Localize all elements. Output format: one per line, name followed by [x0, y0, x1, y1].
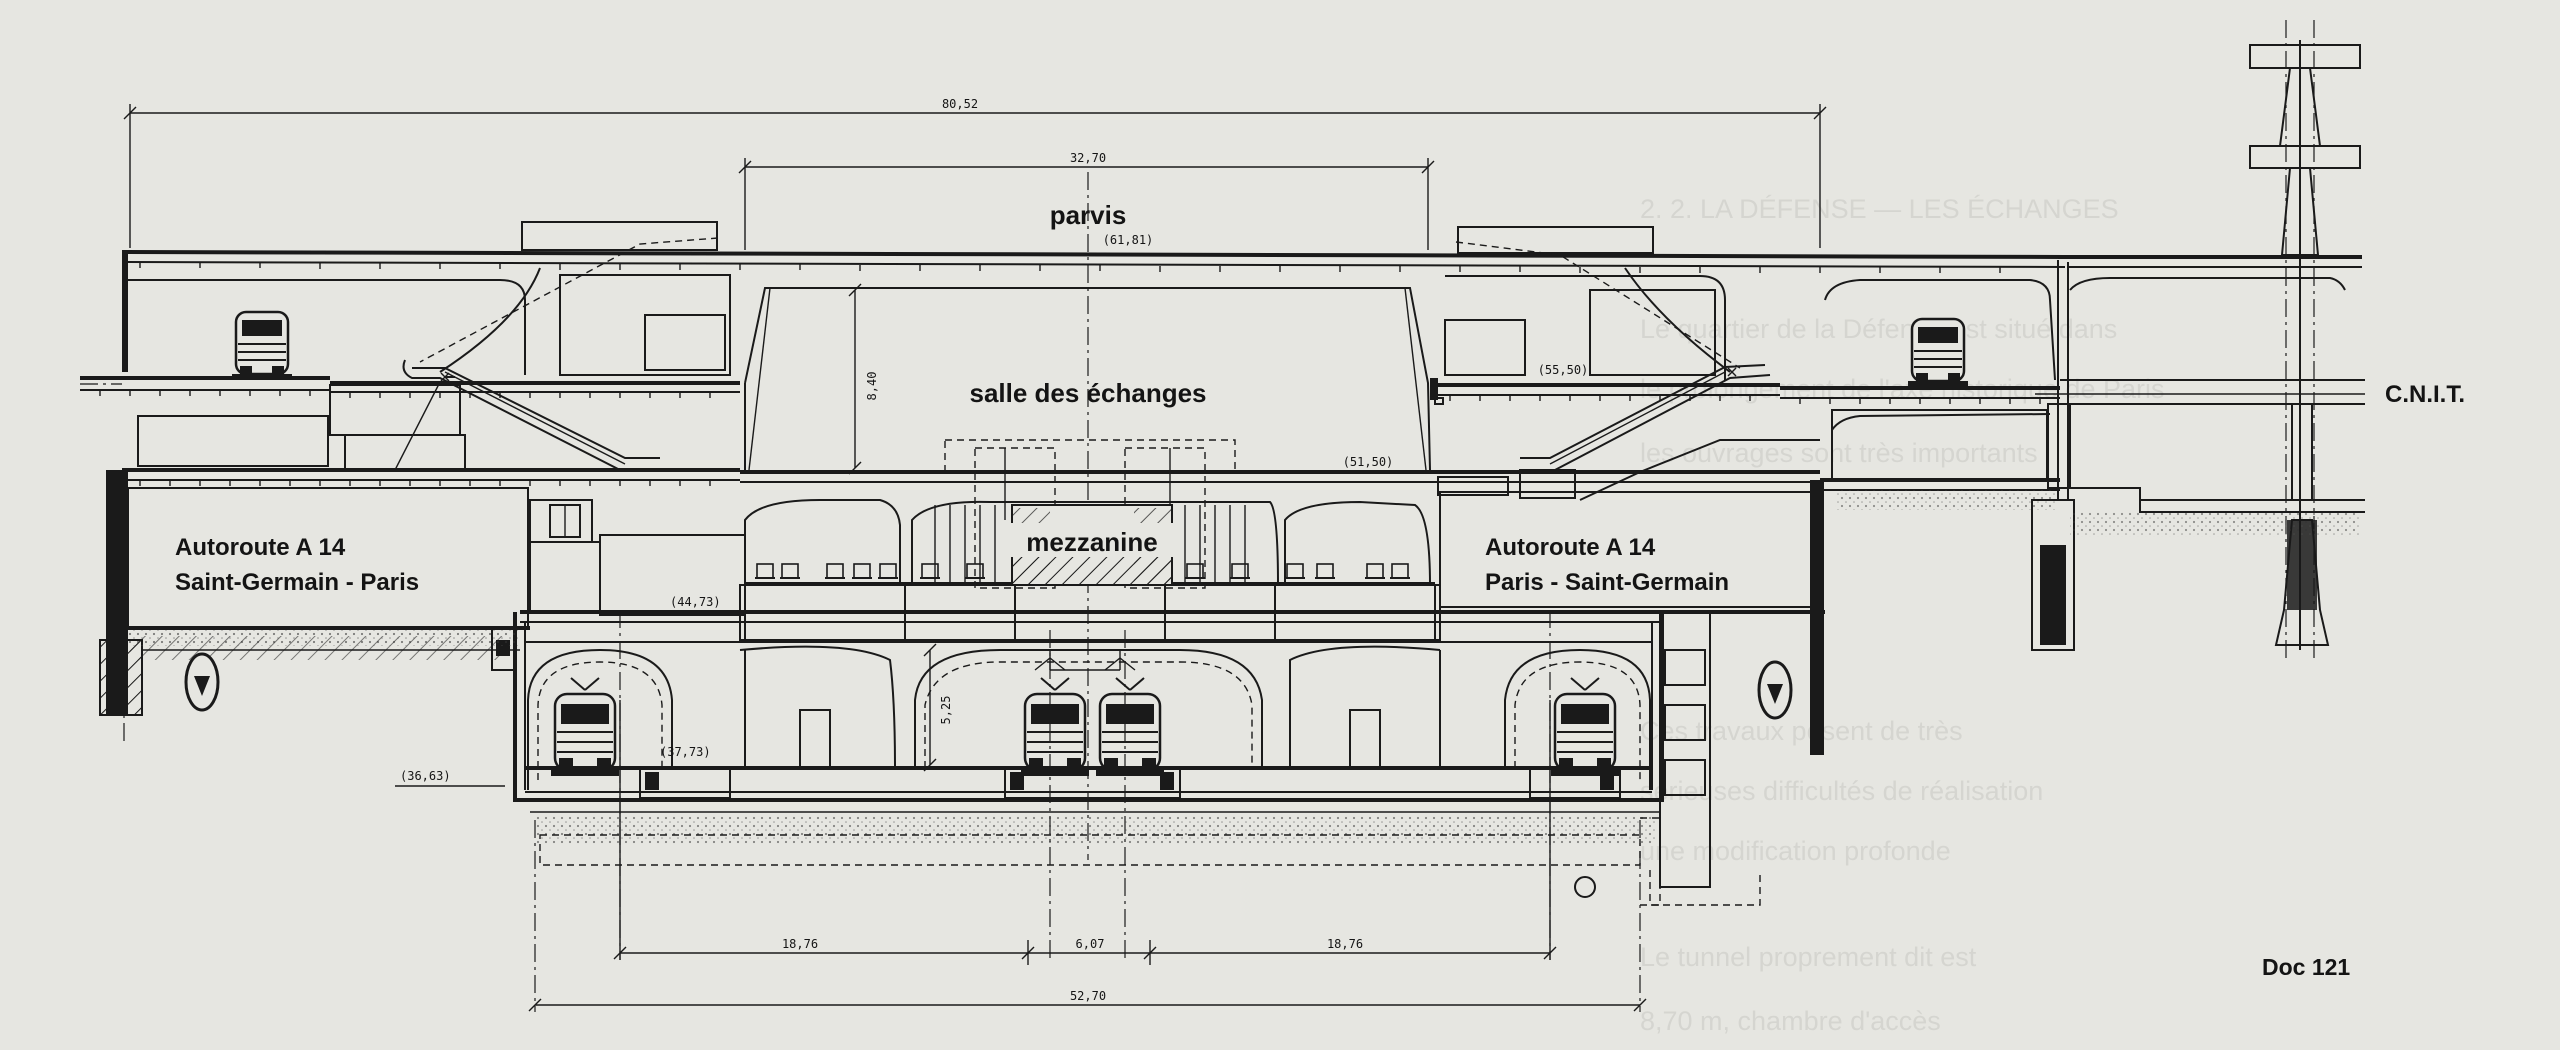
right-road-label-1: Autoroute A 14 — [1485, 534, 1656, 561]
level-salle-floor: (51,50) — [1343, 455, 1394, 469]
mezzanine-label: mezzanine — [1026, 527, 1158, 557]
mezzanine-label-bg — [1010, 523, 1174, 557]
rer-level: (44,73) 5,25 — [513, 595, 1664, 960]
level-left-base: (36,63) — [400, 769, 451, 783]
svg-text:une modification profonde: une modification profonde — [1640, 836, 1951, 866]
dim-bottom-right: 18,76 — [1327, 937, 1363, 951]
svg-text:Ces travaux posent de très: Ces travaux posent de très — [1640, 716, 1963, 746]
doc-number: Doc 121 — [2262, 954, 2350, 980]
right-road-tunnel — [1437, 476, 1825, 906]
svg-text:8,70 m, chambre d'accès: 8,70 m, chambre d'accès — [1640, 1006, 1941, 1036]
dim-salle-height: 8,40 — [865, 372, 879, 401]
verso-ghost-text: 2. 2. LA DÉFENSE — LES ÉCHANGES Le quart… — [1640, 194, 2164, 1036]
dim-central-top: 32,70 — [1070, 151, 1106, 165]
left-road-tunnel — [99, 470, 746, 745]
ground-hatching — [128, 490, 2360, 906]
dim-bottom-left: 18,76 — [782, 937, 818, 951]
dim-bottom-total: 52,70 — [1070, 989, 1106, 1003]
level-left-mid: (44,73) — [670, 595, 721, 609]
svg-text:Le quartier de la Défense est: Le quartier de la Défense est situé dans — [1640, 314, 2117, 344]
right-road-label-2: Paris - Saint-Germain — [1485, 569, 1729, 596]
level-left-rail: (37,73) — [660, 745, 711, 759]
salle-label: salle des échanges — [969, 378, 1206, 408]
level-parvis: (61,81) — [1103, 233, 1154, 247]
svg-text:sérieuses difficultés de réali: sérieuses difficultés de réalisation — [1640, 776, 2043, 806]
left-road-label-2: Saint-Germain - Paris — [175, 569, 419, 596]
level-left-base-marker: (36,63) — [395, 769, 505, 787]
level-right-mezz: (55,50) — [1538, 363, 1589, 377]
right-escalator — [1519, 267, 1820, 501]
dim-bottom-mid: 6,07 — [1076, 937, 1105, 951]
svg-text:2. 2. LA DÉFENSE — LES ÉCHANGE: 2. 2. LA DÉFENSE — LES ÉCHANGES — [1640, 194, 2119, 224]
left-mid-band — [122, 381, 740, 486]
left-road-label-1: Autoroute A 14 — [175, 534, 346, 561]
top-dimension-32-70: 32,70 — [738, 151, 1435, 250]
svg-text:Le tunnel proprement dit est: Le tunnel proprement dit est — [1640, 942, 1977, 972]
salle-floor-slab — [740, 470, 1820, 483]
left-upper-platform — [80, 274, 731, 396]
bottom-dimensions: 18,76 6,07 18,76 52,70 — [528, 700, 1647, 1012]
dim-tunnel-height: 5,25 — [939, 696, 953, 725]
dim-total-top: 80,52 — [942, 97, 978, 111]
cnit-connection — [1780, 20, 2365, 660]
parvis-slab — [121, 221, 2066, 372]
left-escalator — [394, 267, 660, 471]
top-dimension-80-52: 80,52 — [123, 97, 1827, 248]
svg-text:les ouvrages sont très importa: les ouvrages sont très importants — [1640, 438, 2038, 468]
right-upper-platform: (55,50) — [1430, 275, 1780, 405]
cnit-label: C.N.I.T. — [2385, 381, 2465, 408]
